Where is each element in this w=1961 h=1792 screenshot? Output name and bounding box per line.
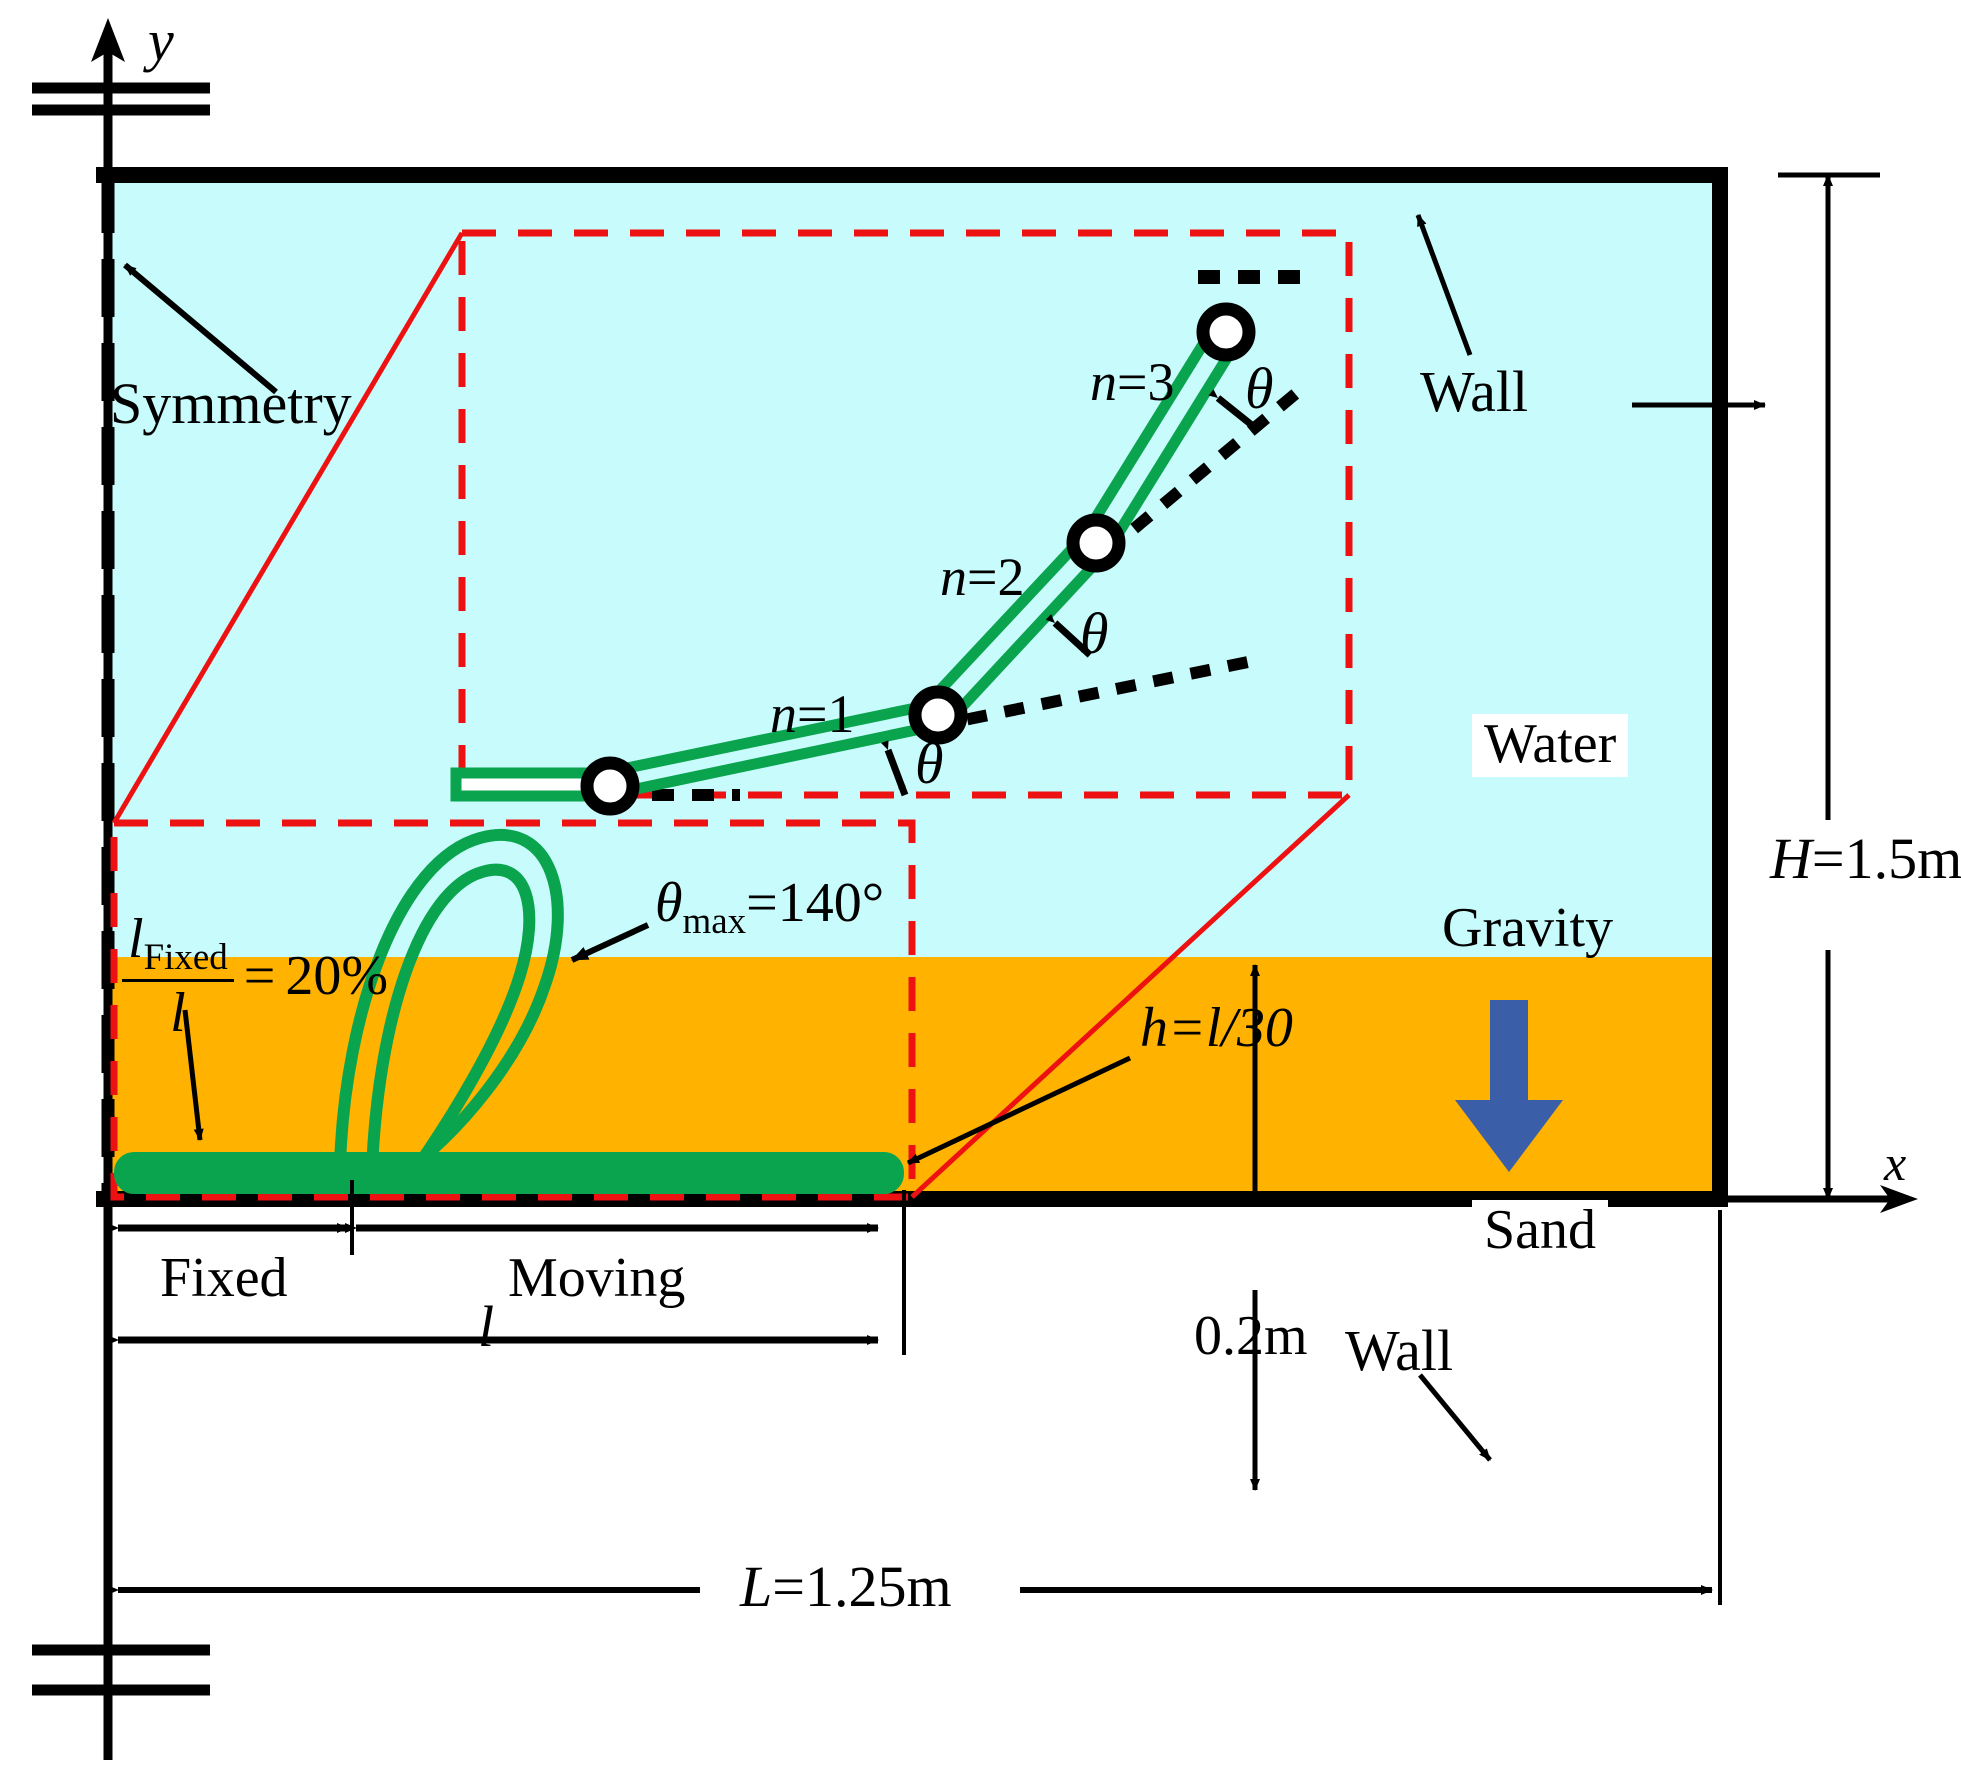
hinge-0 (580, 756, 640, 816)
theta-max-label: θmax=140° (655, 875, 884, 940)
leader-fixed-ratio (182, 1009, 204, 1141)
length-dimension-label: L=1.25m (740, 1558, 952, 1616)
inset-leader-lower (910, 793, 1351, 1199)
leader-wall-bottom (1418, 1373, 1492, 1462)
segmented-beam (450, 270, 1318, 816)
segment-label-n1: n=1 (770, 684, 855, 744)
beam-segment-n1-lower (606, 721, 932, 801)
height-dimension-label: H=1.5m (1770, 830, 1961, 888)
theta-arrow-3 (1208, 389, 1261, 433)
plate-flat-body (114, 1152, 904, 1194)
fixed-ratio-fraction: lFixed l (122, 910, 234, 1043)
fixed-ratio-equals: = (243, 945, 276, 1008)
x-axis-label: x (1884, 1135, 1907, 1191)
plate-deformed-inner (366, 863, 536, 1174)
hinge-3-tip (1196, 302, 1256, 362)
y-axis-label: y (148, 8, 174, 73)
segment-label-n2: n=2 (940, 547, 1025, 607)
plate-fixed-label: Fixed (160, 1247, 288, 1309)
theta-max-value: =140° (746, 872, 885, 934)
hinge-1 (908, 685, 968, 745)
theta-label-2: θ (1080, 601, 1109, 666)
leader-h-thickness (906, 1055, 1132, 1166)
plate-length-label: l (478, 1294, 495, 1359)
gravity-label: Gravity (1442, 897, 1614, 959)
inset-frame (110, 229, 1353, 1201)
leader-symmetry (123, 262, 278, 395)
plate-deformed-outer (334, 829, 564, 1173)
flexible-plate (114, 829, 904, 1194)
hinge-2 (1066, 513, 1126, 573)
walls (96, 167, 1728, 1207)
y-axis-arrowhead (91, 18, 125, 62)
sand-label: Sand (1472, 1200, 1608, 1263)
symmetry-label: Symmetry (110, 371, 352, 436)
leader-wall-top (1415, 214, 1473, 356)
leader-lines (123, 214, 1766, 1462)
beam-segment-n2-upper (923, 531, 1090, 707)
fixed-ratio-numerator: lFixed (122, 910, 234, 982)
y-axis-group (32, 18, 210, 1760)
dimension-lines (107, 172, 1880, 1605)
wall-top-label: Wall (1420, 359, 1529, 424)
fixed-ratio-denominator: l (170, 981, 186, 1044)
ref-line-1 (928, 654, 1260, 733)
leader-theta-max (570, 922, 650, 963)
x-axis-arrowhead (1880, 1185, 1918, 1213)
inset-source-box (110, 819, 916, 1201)
gravity-arrow (1455, 1000, 1563, 1172)
inset-zoom-box (458, 229, 1353, 799)
theta-max-symbol: θ (655, 872, 683, 934)
height-value: =1.5m (1811, 826, 1961, 891)
theta-arrow-2 (1045, 613, 1093, 658)
inset-leader-upper (111, 231, 465, 825)
theta-label-3: θ (1245, 356, 1274, 421)
fixed-ratio-label: lFixed l = 20% (122, 910, 388, 1043)
sand-depth-label: 0.2m (1194, 1305, 1308, 1367)
plate-thickness-text: h=l/30 (1140, 997, 1293, 1059)
plate-moving-label: Moving (508, 1247, 686, 1309)
plate-thickness-label: h=l/30 (1140, 1000, 1293, 1056)
water-label: Water (1472, 714, 1629, 777)
length-symbol: L (740, 1554, 773, 1619)
theta-max-subscript: max (682, 900, 747, 942)
length-value: =1.25m (772, 1554, 952, 1619)
theta-label-1: θ (915, 731, 944, 796)
fixed-ratio-value: 20% (285, 945, 388, 1008)
segment-label-n3: n=3 (1090, 352, 1175, 412)
height-symbol: H (1770, 826, 1812, 891)
theta-arrow-1 (881, 740, 909, 797)
wall-bottom-label: Wall (1345, 1318, 1454, 1383)
beam-segment-n3-lower (1103, 337, 1243, 553)
beam-segment-n3-upper (1080, 322, 1220, 538)
beam-segment-n1-upper (606, 699, 932, 778)
beam-segment-n2-lower (943, 549, 1110, 726)
ref-line-2 (1101, 385, 1304, 558)
